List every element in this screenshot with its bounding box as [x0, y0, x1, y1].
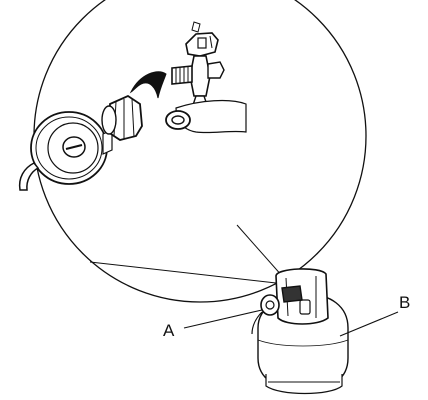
leader-line-a [183, 309, 263, 329]
callout-line-left [89, 261, 277, 284]
coupling-nut-icon [101, 94, 143, 141]
seal-ring-icon [129, 71, 167, 99]
protective-cap-icon [165, 110, 191, 130]
regulator-icon [18, 111, 113, 191]
propane-tank-icon [251, 268, 349, 395]
label-a: A [163, 321, 175, 340]
label-b: B [399, 293, 411, 312]
tank-valve-icon [171, 21, 247, 134]
leader-line-b [339, 311, 399, 337]
